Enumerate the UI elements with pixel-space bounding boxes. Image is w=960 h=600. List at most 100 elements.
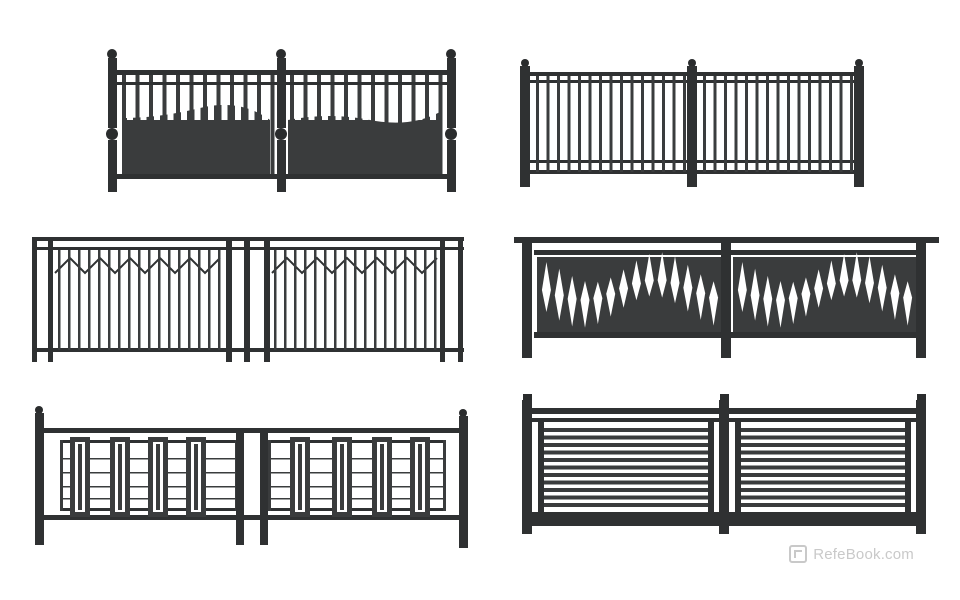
baluster [434, 250, 437, 350]
post [721, 243, 731, 358]
inner-frame [268, 440, 446, 443]
slat [741, 443, 905, 447]
baluster-highlight [154, 90, 160, 120]
baluster [78, 250, 81, 350]
twist-highlight [631, 260, 641, 301]
twist-highlight [750, 268, 760, 321]
baluster-highlight [308, 90, 315, 120]
baluster [257, 75, 261, 175]
twist-highlight [763, 275, 773, 327]
baluster [344, 75, 348, 175]
baluster [330, 75, 335, 175]
post [244, 237, 250, 362]
baluster-highlight [167, 90, 174, 120]
slat [741, 435, 905, 440]
twist-highlight [776, 280, 785, 328]
baluster [108, 250, 111, 350]
post [916, 394, 926, 534]
railing-4-twisted-panel [514, 237, 939, 358]
twist-highlight [826, 260, 836, 301]
baluster-highlight [194, 90, 201, 120]
relebook-logo-icon [789, 545, 808, 563]
railing-3-zigzag-bars [32, 237, 464, 362]
baluster-highlight [235, 90, 241, 120]
baluster [641, 76, 644, 172]
post [48, 237, 53, 362]
insert-bar [380, 444, 384, 510]
baluster [98, 250, 101, 350]
twist-highlight [903, 281, 913, 326]
baluster [384, 75, 389, 175]
twist-highlight [877, 264, 887, 312]
baluster [270, 75, 275, 175]
baluster [162, 75, 167, 175]
baluster-highlight [443, 90, 450, 120]
baluster [425, 75, 429, 175]
post [459, 409, 468, 548]
twist-highlight [580, 280, 590, 328]
baluster [149, 75, 153, 175]
panel-frame [708, 422, 714, 512]
slat [741, 473, 905, 477]
baluster [724, 76, 727, 172]
slat [741, 503, 905, 507]
baluster [745, 76, 748, 172]
baluster [818, 76, 822, 172]
baluster [424, 250, 427, 350]
post [35, 406, 44, 545]
baluster-highlight [376, 90, 382, 120]
frame-side [60, 440, 63, 511]
baluster [357, 75, 362, 175]
railing-5-rect-inserts [35, 406, 468, 548]
watermark-text: RefeBook.com [813, 545, 914, 563]
slat [544, 473, 708, 477]
slat [741, 495, 905, 500]
twist-highlight [839, 253, 849, 297]
baluster-highlight [208, 90, 214, 120]
twist-highlight [696, 274, 706, 320]
baluster [344, 250, 347, 350]
baluster-highlight [262, 90, 268, 120]
baluster [284, 250, 287, 350]
baluster [68, 250, 71, 350]
twist-highlight [657, 252, 667, 298]
panel-right [733, 257, 916, 332]
baluster [122, 75, 126, 175]
twist-highlight [865, 256, 874, 304]
baluster [203, 75, 207, 175]
handrail [514, 237, 939, 243]
baluster [713, 76, 717, 172]
baluster [371, 75, 375, 175]
frame-side [443, 440, 446, 511]
post [264, 237, 270, 362]
baluster [314, 250, 317, 350]
railing-3-bars [58, 250, 437, 350]
slat [544, 503, 708, 507]
slat [741, 428, 905, 432]
thin-rail [268, 458, 446, 460]
inner-frame [268, 508, 446, 511]
baluster [599, 76, 602, 172]
baluster [797, 76, 801, 172]
baluster [414, 250, 417, 350]
slat [544, 428, 708, 432]
baluster [218, 250, 221, 350]
baluster [776, 76, 780, 172]
panel-frame [735, 422, 741, 512]
baluster-highlight [221, 90, 228, 120]
baluster [168, 250, 171, 350]
twist-highlight [788, 281, 798, 325]
baluster-highlight [322, 90, 328, 120]
slat [741, 480, 905, 485]
baluster [58, 250, 61, 350]
baluster [176, 75, 180, 175]
slat [741, 450, 905, 455]
baluster [839, 76, 843, 172]
baluster [148, 250, 151, 350]
railing-2-bars [536, 76, 853, 172]
twist-highlight [683, 264, 693, 312]
insert-bar [78, 444, 82, 510]
baluster [808, 76, 811, 172]
panel-frame [905, 422, 911, 512]
